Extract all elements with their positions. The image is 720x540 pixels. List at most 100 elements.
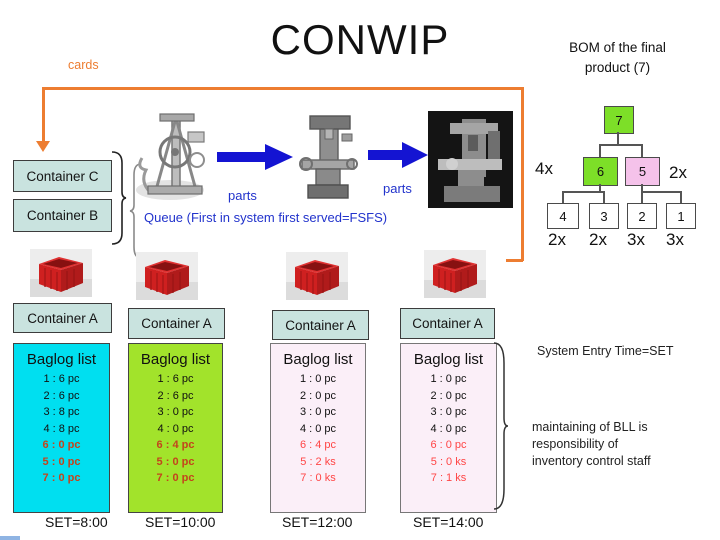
bom-node-1: 1 [666, 203, 696, 229]
set-time-label-2: SET=10:00 [145, 514, 216, 530]
container-a-label-2: Container A [128, 308, 225, 339]
maintaining-note-line3: inventory control staff [532, 453, 651, 468]
set-time-label-4: SET=14:00 [413, 514, 484, 530]
bom-title-line2: product (7) [584, 59, 651, 75]
baglog-list-title: Baglog list [140, 351, 211, 368]
red-container-image [286, 252, 348, 300]
parts-label-1: parts [228, 188, 257, 203]
baglog-item-red: 7 : 0 pc [156, 472, 195, 484]
baglog-item: 3 : 8 pc [43, 406, 80, 418]
red-container-image [30, 249, 92, 297]
cards-label: cards [68, 58, 99, 72]
bom-connector [599, 144, 642, 146]
baglog-item: 4 : 8 pc [43, 422, 80, 435]
cards-loop-left-line [42, 87, 45, 142]
machine-image-1 [136, 113, 205, 200]
set-time-label-3: SET=12:00 [282, 514, 353, 530]
flow-arrow-1 [217, 144, 293, 170]
bom-connector [562, 191, 564, 203]
set-time-label-1: SET=8:00 [45, 514, 108, 530]
container-b-label: Container B [13, 199, 112, 232]
container-a-label-1: Container A [13, 303, 112, 333]
bom-node-5: 5 [625, 157, 660, 186]
baglog-item: 3 : 0 pc [157, 406, 194, 418]
page-title: CONWIP [270, 16, 450, 63]
baglog-item-red: 6 : 0 pc [430, 439, 467, 451]
baglog-item-red: 7 : 1 ks [430, 472, 467, 484]
bom-title-line1: BOM of the final [569, 40, 666, 55]
baglog-list-title: Baglog list [413, 351, 484, 368]
baglog-list-4: Baglog list 1 : 0 pc 2 : 0 pc 3 : 0 pc 4… [400, 343, 497, 513]
flow-arrow-2 [368, 142, 428, 168]
cards-arrow-down-icon [36, 141, 50, 152]
baglog-item: 2 : 6 pc [157, 389, 194, 402]
maintaining-note-line2: responsibility of [532, 436, 619, 451]
bom-multiplier-b3: 3x [627, 230, 645, 249]
bom-connector [641, 191, 681, 193]
machine-image-2 [299, 115, 358, 199]
baglog-list-3: Baglog list 1 : 0 pc 2 : 0 pc 3 : 0 pc 4… [270, 343, 366, 513]
baglog-list-title: Baglog list [283, 351, 353, 368]
bom-title: BOM of the final product (7) [545, 38, 690, 77]
baglog-item-red: 6 : 4 pc [299, 439, 337, 451]
bom-connector [599, 184, 601, 191]
baglog-list-2: Baglog list 1 : 6 pc 2 : 6 pc 3 : 0 pc 4… [128, 343, 223, 513]
red-container-image [424, 250, 486, 298]
baglog-item: 1 : 0 pc [430, 373, 467, 385]
system-entry-note: System Entry Time=SET [537, 344, 674, 358]
red-container-image [136, 252, 198, 300]
bom-connector [603, 191, 605, 203]
baglog-item: 2 : 6 pc [43, 389, 80, 402]
baglog-item: 4 : 0 pc [157, 422, 194, 435]
bom-node-6: 6 [583, 157, 618, 186]
baglog-item-red: 5 : 0 pc [156, 455, 195, 468]
baglog-item: 3 : 0 pc [299, 406, 337, 418]
bom-multiplier-b2: 2x [589, 230, 607, 249]
baglog-item-red: 7 : 0 pc [42, 472, 81, 484]
bom-connector [599, 144, 601, 157]
baglog-item: 4 : 0 pc [430, 422, 467, 435]
parts-label-2: parts [383, 181, 412, 196]
container-a-label-4: Container A [400, 308, 495, 339]
bom-multiplier-b1: 2x [548, 230, 566, 249]
bom-connector [641, 184, 643, 191]
bom-multiplier-b4: 3x [666, 230, 684, 249]
queue-label: Queue (First in system first served=FSFS… [144, 210, 388, 225]
baglog-item: 3 : 0 pc [430, 406, 467, 418]
bom-node-7: 7 [604, 106, 634, 134]
curly-brace-queue [129, 163, 142, 259]
bom-connector [617, 132, 619, 144]
baglog-list-title: Baglog list [26, 351, 97, 368]
baglog-item: 4 : 0 pc [299, 422, 337, 435]
bom-multiplier-4x: 4x [535, 159, 553, 178]
bom-connector [641, 191, 643, 203]
baglog-item: 1 : 6 pc [43, 373, 80, 385]
container-a-label-3: Container A [272, 310, 369, 340]
baglog-list-1: Baglog list 1 : 6 pc 2 : 6 pc 3 : 8 pc 4… [13, 343, 110, 513]
machine-image-3 [428, 111, 513, 208]
container-c-label: Container C [13, 160, 112, 192]
baglog-item-red: 5 : 0 pc [42, 455, 81, 468]
baglog-item: 2 : 0 pc [299, 389, 337, 402]
bom-connector [641, 144, 643, 157]
baglog-item: 2 : 0 pc [430, 389, 467, 402]
slide-corner-decoration [0, 536, 20, 540]
bom-connector [680, 191, 682, 203]
bom-node-4: 4 [547, 203, 579, 229]
curly-brace-bll-note [493, 342, 509, 510]
baglog-item-red: 6 : 4 pc [156, 439, 195, 451]
maintaining-note-line1: maintaining of BLL is [532, 420, 648, 434]
cards-loop-top-line [42, 87, 524, 90]
bom-node-2: 2 [627, 203, 657, 229]
baglog-item-red: 5 : 0 ks [430, 455, 467, 468]
bom-connector [562, 191, 604, 193]
baglog-item-red: 5 : 2 ks [300, 455, 336, 468]
baglog-item: 1 : 6 pc [157, 373, 194, 385]
maintaining-note: maintaining of BLL is responsibility of … [532, 419, 651, 470]
bom-multiplier-2x: 2x [669, 163, 687, 182]
baglog-item-red: 6 : 0 pc [42, 439, 81, 451]
baglog-item-red: 7 : 0 ks [300, 472, 336, 484]
cards-loop-right-line [521, 87, 524, 261]
bom-node-3: 3 [589, 203, 619, 229]
curly-brace-containers [111, 151, 127, 245]
